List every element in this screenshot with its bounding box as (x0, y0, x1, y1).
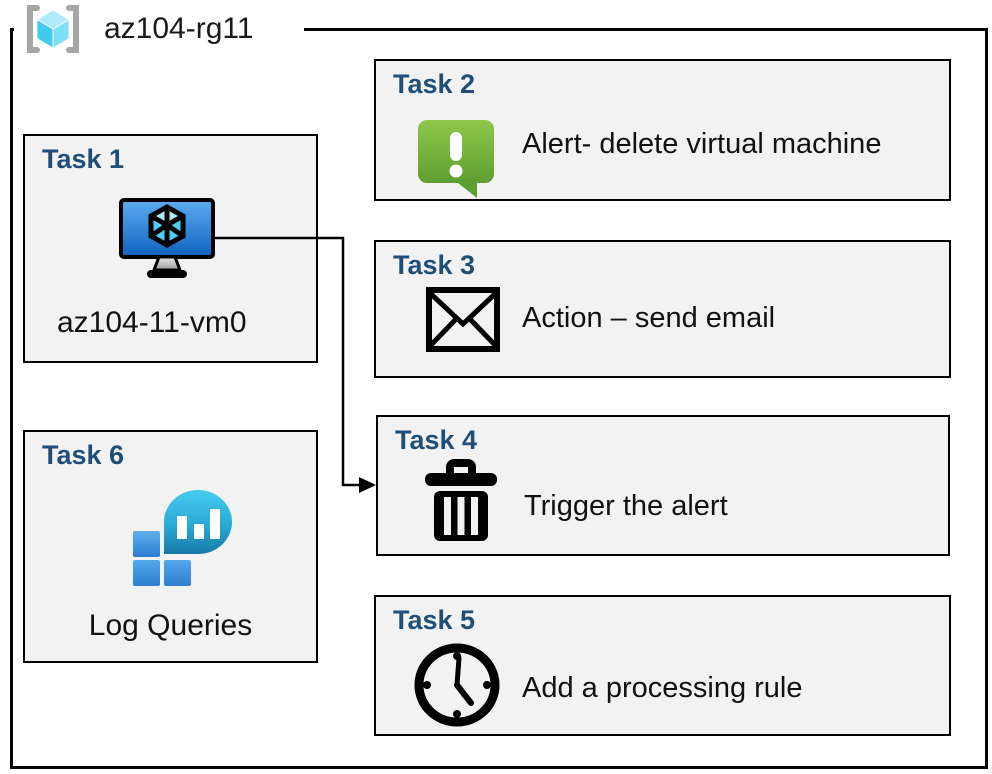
task1-vm-name: az104-11-vm0 (57, 306, 247, 339)
task3-label: Action – send email (522, 302, 776, 334)
log-square-icon (164, 560, 191, 586)
task2-label: Alert- delete virtual machine (522, 128, 882, 160)
task1-box: Task 1 (23, 134, 318, 363)
trash-delete-icon (425, 459, 497, 541)
task6-label: Log Queries (88, 609, 253, 642)
task3-header: Task 3 (393, 250, 476, 280)
task5-box: Task 5 Add a processing rule (374, 595, 951, 736)
resource-group-header: az104-rg11 (14, 0, 304, 58)
task4-label: Trigger the alert (524, 490, 728, 522)
log-square-icon (133, 531, 160, 557)
log-balloon-icon (164, 490, 232, 554)
log-chart-bar (194, 524, 204, 539)
log-square-icon (133, 560, 160, 586)
email-envelope-icon (426, 287, 500, 352)
task6-header: Task 6 (42, 440, 125, 470)
task2-header: Task 2 (393, 69, 476, 99)
virtual-machine-icon (119, 198, 215, 278)
task1-header: Task 1 (42, 144, 125, 174)
log-chart-bar (210, 509, 220, 539)
task5-header: Task 5 (393, 605, 476, 635)
task3-box: Task 3 Action – send email (374, 240, 951, 378)
resource-group-title: az104-rg11 (104, 12, 254, 45)
resource-group-frame (10, 28, 988, 769)
clock-icon (414, 643, 500, 727)
task4-box: Task 4 Trigger the alert (376, 415, 950, 556)
log-analytics-icon (133, 490, 233, 587)
alert-message-icon (418, 120, 494, 198)
task5-label: Add a processing rule (522, 672, 803, 704)
resource-group-icon (27, 5, 79, 53)
task2-box: Task 2 Alert- delete virtual machine (374, 59, 951, 201)
task4-header: Task 4 (395, 425, 478, 455)
task6-box: Task 6 Log Queries (23, 430, 318, 663)
log-chart-bar (177, 516, 187, 539)
